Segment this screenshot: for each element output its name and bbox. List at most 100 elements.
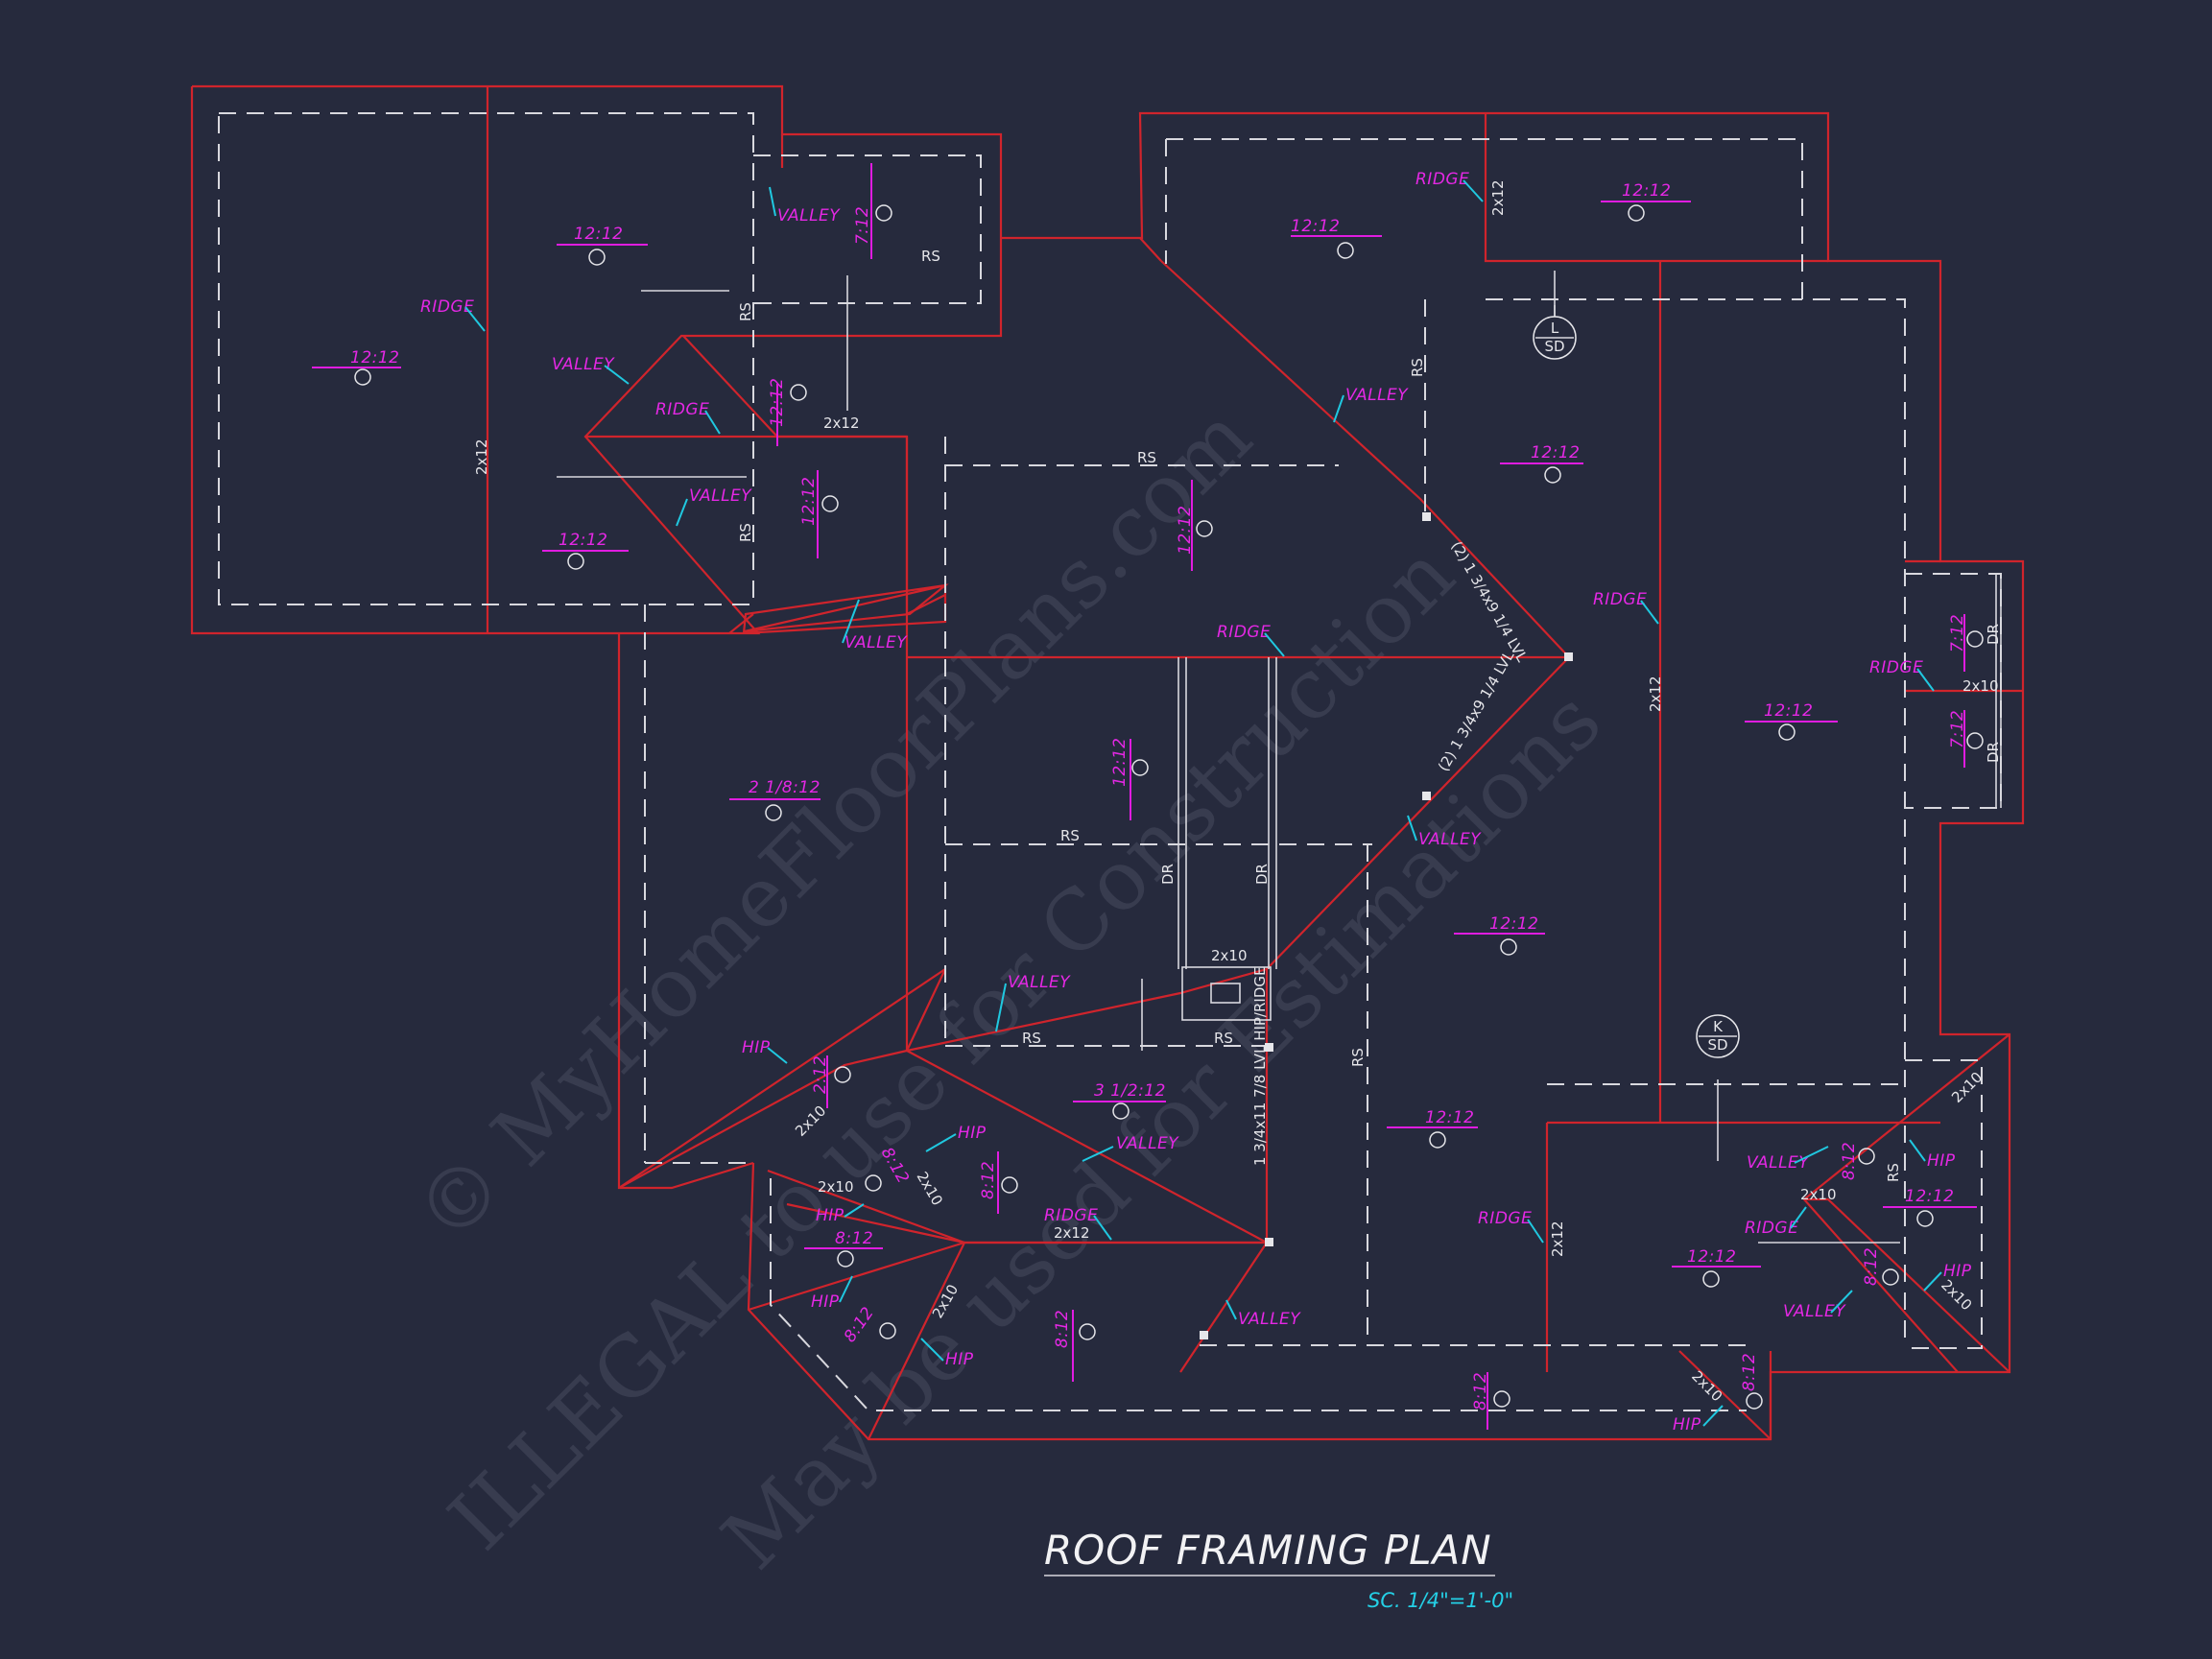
slope-label: 12:12 xyxy=(1500,443,1583,484)
slope-label: 12:12 xyxy=(1110,738,1149,820)
svg-text:7:12: 7:12 xyxy=(1948,614,1967,652)
title-block: ROOF FRAMING PLAN SC. 1/4"=1'-0" xyxy=(1044,1527,1513,1612)
svg-text:12:12: 12:12 xyxy=(559,531,608,550)
slope-label: 7:12 xyxy=(853,163,892,259)
slope-label: 7:12 xyxy=(1948,614,1984,672)
svg-text:8:12: 8:12 xyxy=(979,1161,998,1199)
sd-l-bottom: SD xyxy=(1544,338,1564,355)
member-note: 2x10 xyxy=(1962,677,1999,695)
svg-text:12:12: 12:12 xyxy=(799,477,819,527)
hip-label: HIP xyxy=(1927,1151,1956,1171)
ridge-label: RIDGE xyxy=(1745,1219,1798,1238)
valley-label: VALLEY xyxy=(1008,973,1071,992)
svg-text:RS: RS xyxy=(737,523,754,542)
ridge-label: RIDGE xyxy=(1593,590,1647,609)
member-note: 2x12 xyxy=(473,438,490,475)
svg-text:2 1/8:12: 2 1/8:12 xyxy=(749,778,821,797)
hip-ridge-lvl-note: 1 3/4x11 7/8 LVL HIP/RIDGE xyxy=(1251,967,1269,1167)
svg-text:RS: RS xyxy=(1137,449,1156,466)
svg-text:12:12: 12:12 xyxy=(1531,443,1581,462)
svg-text:12:12: 12:12 xyxy=(1687,1247,1737,1267)
svg-text:7:12: 7:12 xyxy=(1948,710,1967,748)
svg-text:8:12: 8:12 xyxy=(1840,1142,1859,1180)
svg-text:8:12: 8:12 xyxy=(841,1303,878,1345)
svg-text:RS: RS xyxy=(1214,1030,1233,1047)
svg-text:12:12: 12:12 xyxy=(1291,217,1341,236)
hip-label: HIP xyxy=(945,1350,974,1369)
slope-label: 12:12 xyxy=(557,225,648,266)
member-note: 2x10 xyxy=(1948,1069,1986,1106)
sd-k-top: K xyxy=(1713,1018,1724,1035)
svg-text:12:12: 12:12 xyxy=(1425,1108,1475,1127)
member-note: 2x10 xyxy=(818,1178,854,1196)
svg-text:RS: RS xyxy=(1022,1030,1041,1047)
member-note: 2x12 xyxy=(1549,1221,1566,1257)
drawing-scale: SC. 1/4"=1'-0" xyxy=(1368,1589,1513,1612)
slope-label: 2 1/8:12 xyxy=(729,778,821,821)
slope-label: 8:12 xyxy=(1840,1142,1875,1180)
ridge-label: RIDGE xyxy=(1869,658,1923,677)
slope-label: 8:12 xyxy=(979,1151,1018,1214)
slope-label: 12:12 xyxy=(1672,1247,1761,1288)
slope-labels: 12:12 12:12 12:12 12:12 12:12 12:12 12:1… xyxy=(312,163,1984,1430)
slope-label: 7:12 xyxy=(1948,710,1984,768)
svg-text:12:12: 12:12 xyxy=(1176,506,1195,556)
smoke-detector-k: K SD xyxy=(1696,1014,1740,1058)
svg-text:12:12: 12:12 xyxy=(350,348,400,367)
hip-label: HIP xyxy=(811,1292,840,1312)
valley-label: VALLEY xyxy=(689,486,752,506)
hip-label: HIP xyxy=(742,1038,771,1057)
svg-text:DR: DR xyxy=(1253,864,1271,885)
member-note: 2x12 xyxy=(1489,179,1507,216)
valley-label: VALLEY xyxy=(1783,1302,1846,1321)
hip-label: HIP xyxy=(1943,1262,1972,1281)
framing-details xyxy=(557,271,2002,1244)
svg-text:8:12: 8:12 xyxy=(1471,1372,1490,1410)
valley-label: VALLEY xyxy=(1116,1134,1179,1153)
slope-label: 12:12 xyxy=(1176,480,1213,571)
slope-label: 12:12 xyxy=(1454,914,1545,956)
member-note: 2x12 xyxy=(1647,675,1664,712)
svg-text:8:12: 8:12 xyxy=(1053,1310,1072,1348)
member-note: 2x10 xyxy=(1211,947,1248,964)
slope-label: 12:12 xyxy=(1387,1108,1478,1149)
valley-label: VALLEY xyxy=(1345,386,1409,405)
hip-label: HIP xyxy=(958,1124,987,1143)
slope-label: 8:12 xyxy=(1862,1247,1899,1286)
svg-text:DR: DR xyxy=(1985,742,2002,763)
slope-label: 12:12 xyxy=(312,348,401,386)
roof-outline xyxy=(190,84,2025,1441)
slope-label: 3 1/2:12 xyxy=(1073,1081,1166,1120)
drawing-title: ROOF FRAMING PLAN xyxy=(1044,1527,1492,1574)
wall-lines xyxy=(218,112,2002,1411)
slope-label: 12:12 xyxy=(542,531,629,570)
valley-label: VALLEY xyxy=(1747,1153,1810,1173)
svg-text:7:12: 7:12 xyxy=(853,206,872,245)
valley-label: VALLEY xyxy=(777,206,841,225)
svg-text:12:12: 12:12 xyxy=(1110,738,1130,788)
svg-text:RS: RS xyxy=(1349,1048,1367,1067)
slope-label: 12:12 xyxy=(1291,217,1382,259)
slope-label: 12:12 xyxy=(1601,181,1691,222)
smoke-detector-l: L SD xyxy=(1533,316,1577,360)
svg-text:DR: DR xyxy=(1159,864,1177,885)
svg-text:8:12: 8:12 xyxy=(1740,1353,1759,1391)
member-note: 2x10 xyxy=(914,1169,946,1208)
slope-label: 12:12 xyxy=(768,378,807,446)
ridge-label: RIDGE xyxy=(1044,1206,1098,1225)
svg-text:DR: DR xyxy=(1985,624,2002,645)
svg-text:RS: RS xyxy=(737,302,754,321)
rs-notes: RS RS RS RS RS RS RS RS RS RS DR DR DR D… xyxy=(737,248,2002,1182)
svg-text:12:12: 12:12 xyxy=(1764,701,1814,721)
sd-k-bottom: SD xyxy=(1707,1036,1727,1054)
valley-label: VALLEY xyxy=(844,633,908,652)
svg-text:12:12: 12:12 xyxy=(574,225,624,244)
ridge-label: RIDGE xyxy=(655,400,709,419)
slope-label: 2:12 xyxy=(811,1055,851,1108)
slope-label: 12:12 xyxy=(799,470,839,558)
hip-label: HIP xyxy=(1673,1415,1701,1434)
slope-label: 8:12 xyxy=(804,1229,883,1268)
member-note: 2x10 xyxy=(1688,1367,1725,1405)
svg-text:12:12: 12:12 xyxy=(1622,181,1672,201)
